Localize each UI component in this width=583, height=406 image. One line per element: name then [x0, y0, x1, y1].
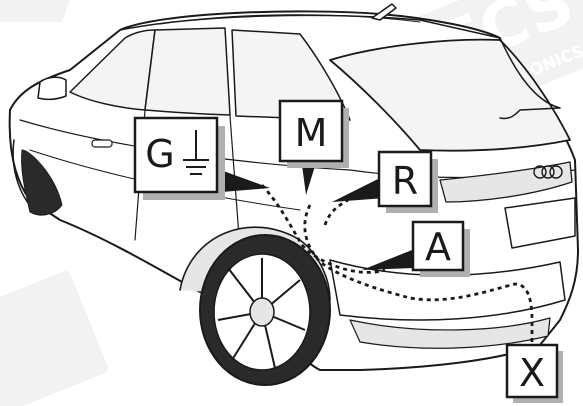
watermark-top-left — [0, 0, 70, 22]
rear-window — [329, 38, 571, 152]
label-r-box: R — [377, 150, 438, 213]
label-a-box: A — [411, 220, 470, 277]
side-mirror — [37, 76, 67, 101]
license-plate — [504, 197, 576, 249]
ground-icon — [183, 130, 209, 175]
label-x-box: X — [505, 343, 563, 403]
front-tire — [21, 149, 63, 216]
wire-lower-loop — [300, 244, 386, 274]
pointer-a — [362, 250, 414, 270]
rear-bumper — [329, 259, 566, 321]
brand-logo — [533, 165, 563, 179]
label-x: X — [519, 351, 545, 395]
wire-r-branch — [323, 198, 349, 226]
rear-wheel — [199, 234, 331, 386]
label-m: M — [295, 111, 328, 155]
callout-pointers — [215, 150, 414, 270]
label-g-box: G — [133, 116, 225, 200]
wiring-path — [260, 184, 534, 345]
wire-main-harness — [303, 204, 534, 345]
pointer-r — [332, 178, 385, 202]
label-g: G — [145, 132, 174, 176]
car-body — [8, 3, 579, 371]
tail-light — [439, 161, 573, 203]
label-r: R — [392, 159, 418, 203]
watermark-bottom-left — [0, 271, 108, 406]
label-a: A — [425, 225, 451, 269]
rear-door-window — [144, 27, 231, 116]
wire-ground-to-junction — [260, 184, 304, 246]
pointer-g — [215, 168, 270, 192]
label-m-box: M — [278, 99, 349, 168]
